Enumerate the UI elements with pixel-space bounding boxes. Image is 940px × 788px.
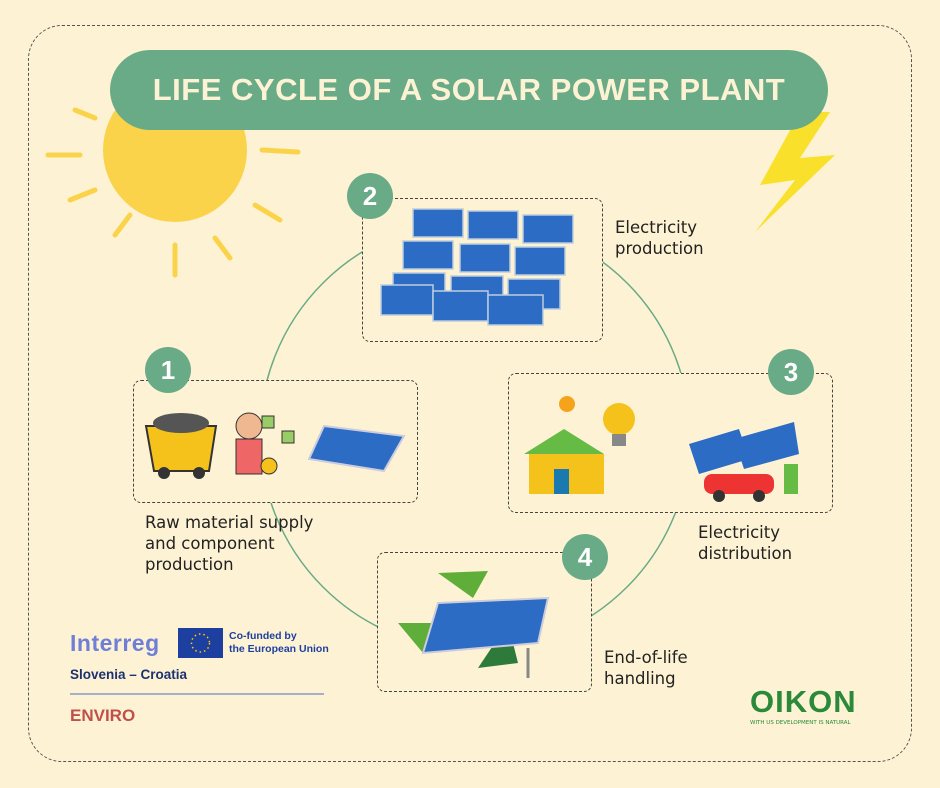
label-line: distribution (698, 544, 793, 563)
label-line: handling (604, 669, 676, 688)
solar-panel-icon (307, 424, 406, 473)
light-bulb-icon (603, 403, 635, 446)
label-line: production (145, 555, 234, 574)
label-line: production (615, 239, 704, 258)
step-2-number: 2 (347, 173, 393, 219)
step-4-number: 4 (562, 534, 608, 580)
recycle-panel-icon (398, 571, 550, 678)
divider (70, 693, 324, 695)
infographic-frame (28, 25, 912, 762)
house-icon (524, 429, 604, 494)
label-line: Electricity (615, 218, 697, 237)
step-4-box (377, 552, 592, 692)
step-2-label: Electricity production (615, 217, 704, 259)
step-1-box (133, 380, 418, 503)
electric-car-icon (704, 464, 798, 502)
worker-icon (235, 412, 295, 475)
project-name: ENVIRO (70, 706, 136, 725)
eu-flag-icon (178, 628, 223, 658)
sun-small-icon (559, 396, 575, 412)
cofunded-line: Co-funded by (229, 630, 297, 642)
label-line: Raw material supply (145, 513, 314, 532)
label-line: Electricity (698, 523, 780, 542)
step-1-number: 1 (145, 347, 191, 393)
lightning-icon (755, 112, 835, 232)
step-1-label: Raw material supply and component producti… (145, 512, 313, 575)
step-3-box (508, 373, 833, 513)
label-line: and component (145, 534, 275, 553)
page-title: LIFE CYCLE OF A SOLAR POWER PLANT (110, 50, 828, 130)
solar-panels-icon (380, 208, 574, 326)
label-line: End-of-life (604, 648, 688, 667)
mining-cart-icon (144, 413, 218, 479)
distribution-icons (524, 396, 799, 502)
step-3-label: Electricity distribution (698, 522, 792, 564)
cofunded-line: the European Union (229, 643, 329, 655)
step-4-label: End-of-life handling (604, 647, 688, 689)
interreg-logo: Interreg (70, 630, 160, 656)
step-2-box (362, 198, 603, 342)
solar-carport-icon (689, 422, 799, 474)
step-3-number: 3 (768, 349, 814, 395)
oikon-tagline: WITH US DEVELOPMENT IS NATURAL (750, 720, 851, 726)
oikon-logo: OIKON (750, 684, 857, 719)
raw-material-icons (144, 412, 406, 479)
region-label: Slovenia – Croatia (70, 667, 188, 682)
